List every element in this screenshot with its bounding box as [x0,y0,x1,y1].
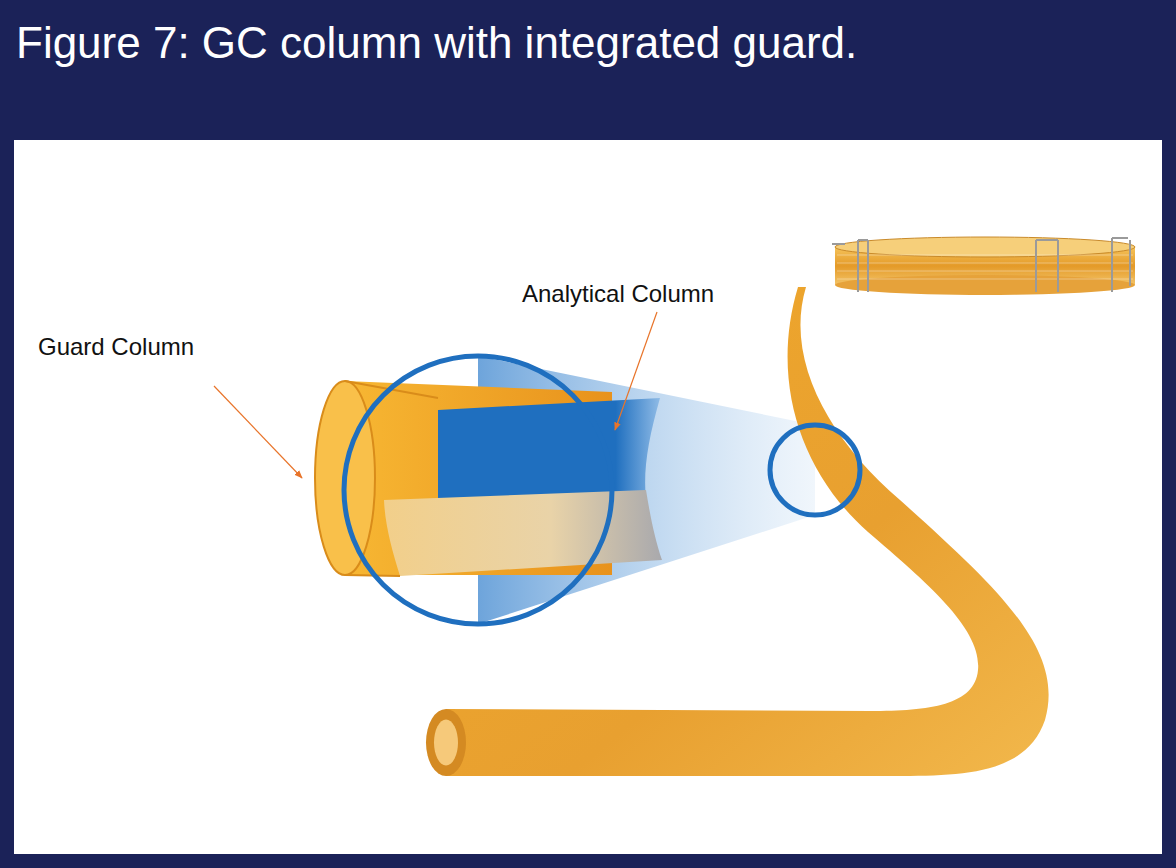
part-label: Guard Column [38,333,194,361]
figure-title: Figure 7: GC column with integrated guar… [16,18,857,68]
part-label: Analytical Column [522,280,714,308]
